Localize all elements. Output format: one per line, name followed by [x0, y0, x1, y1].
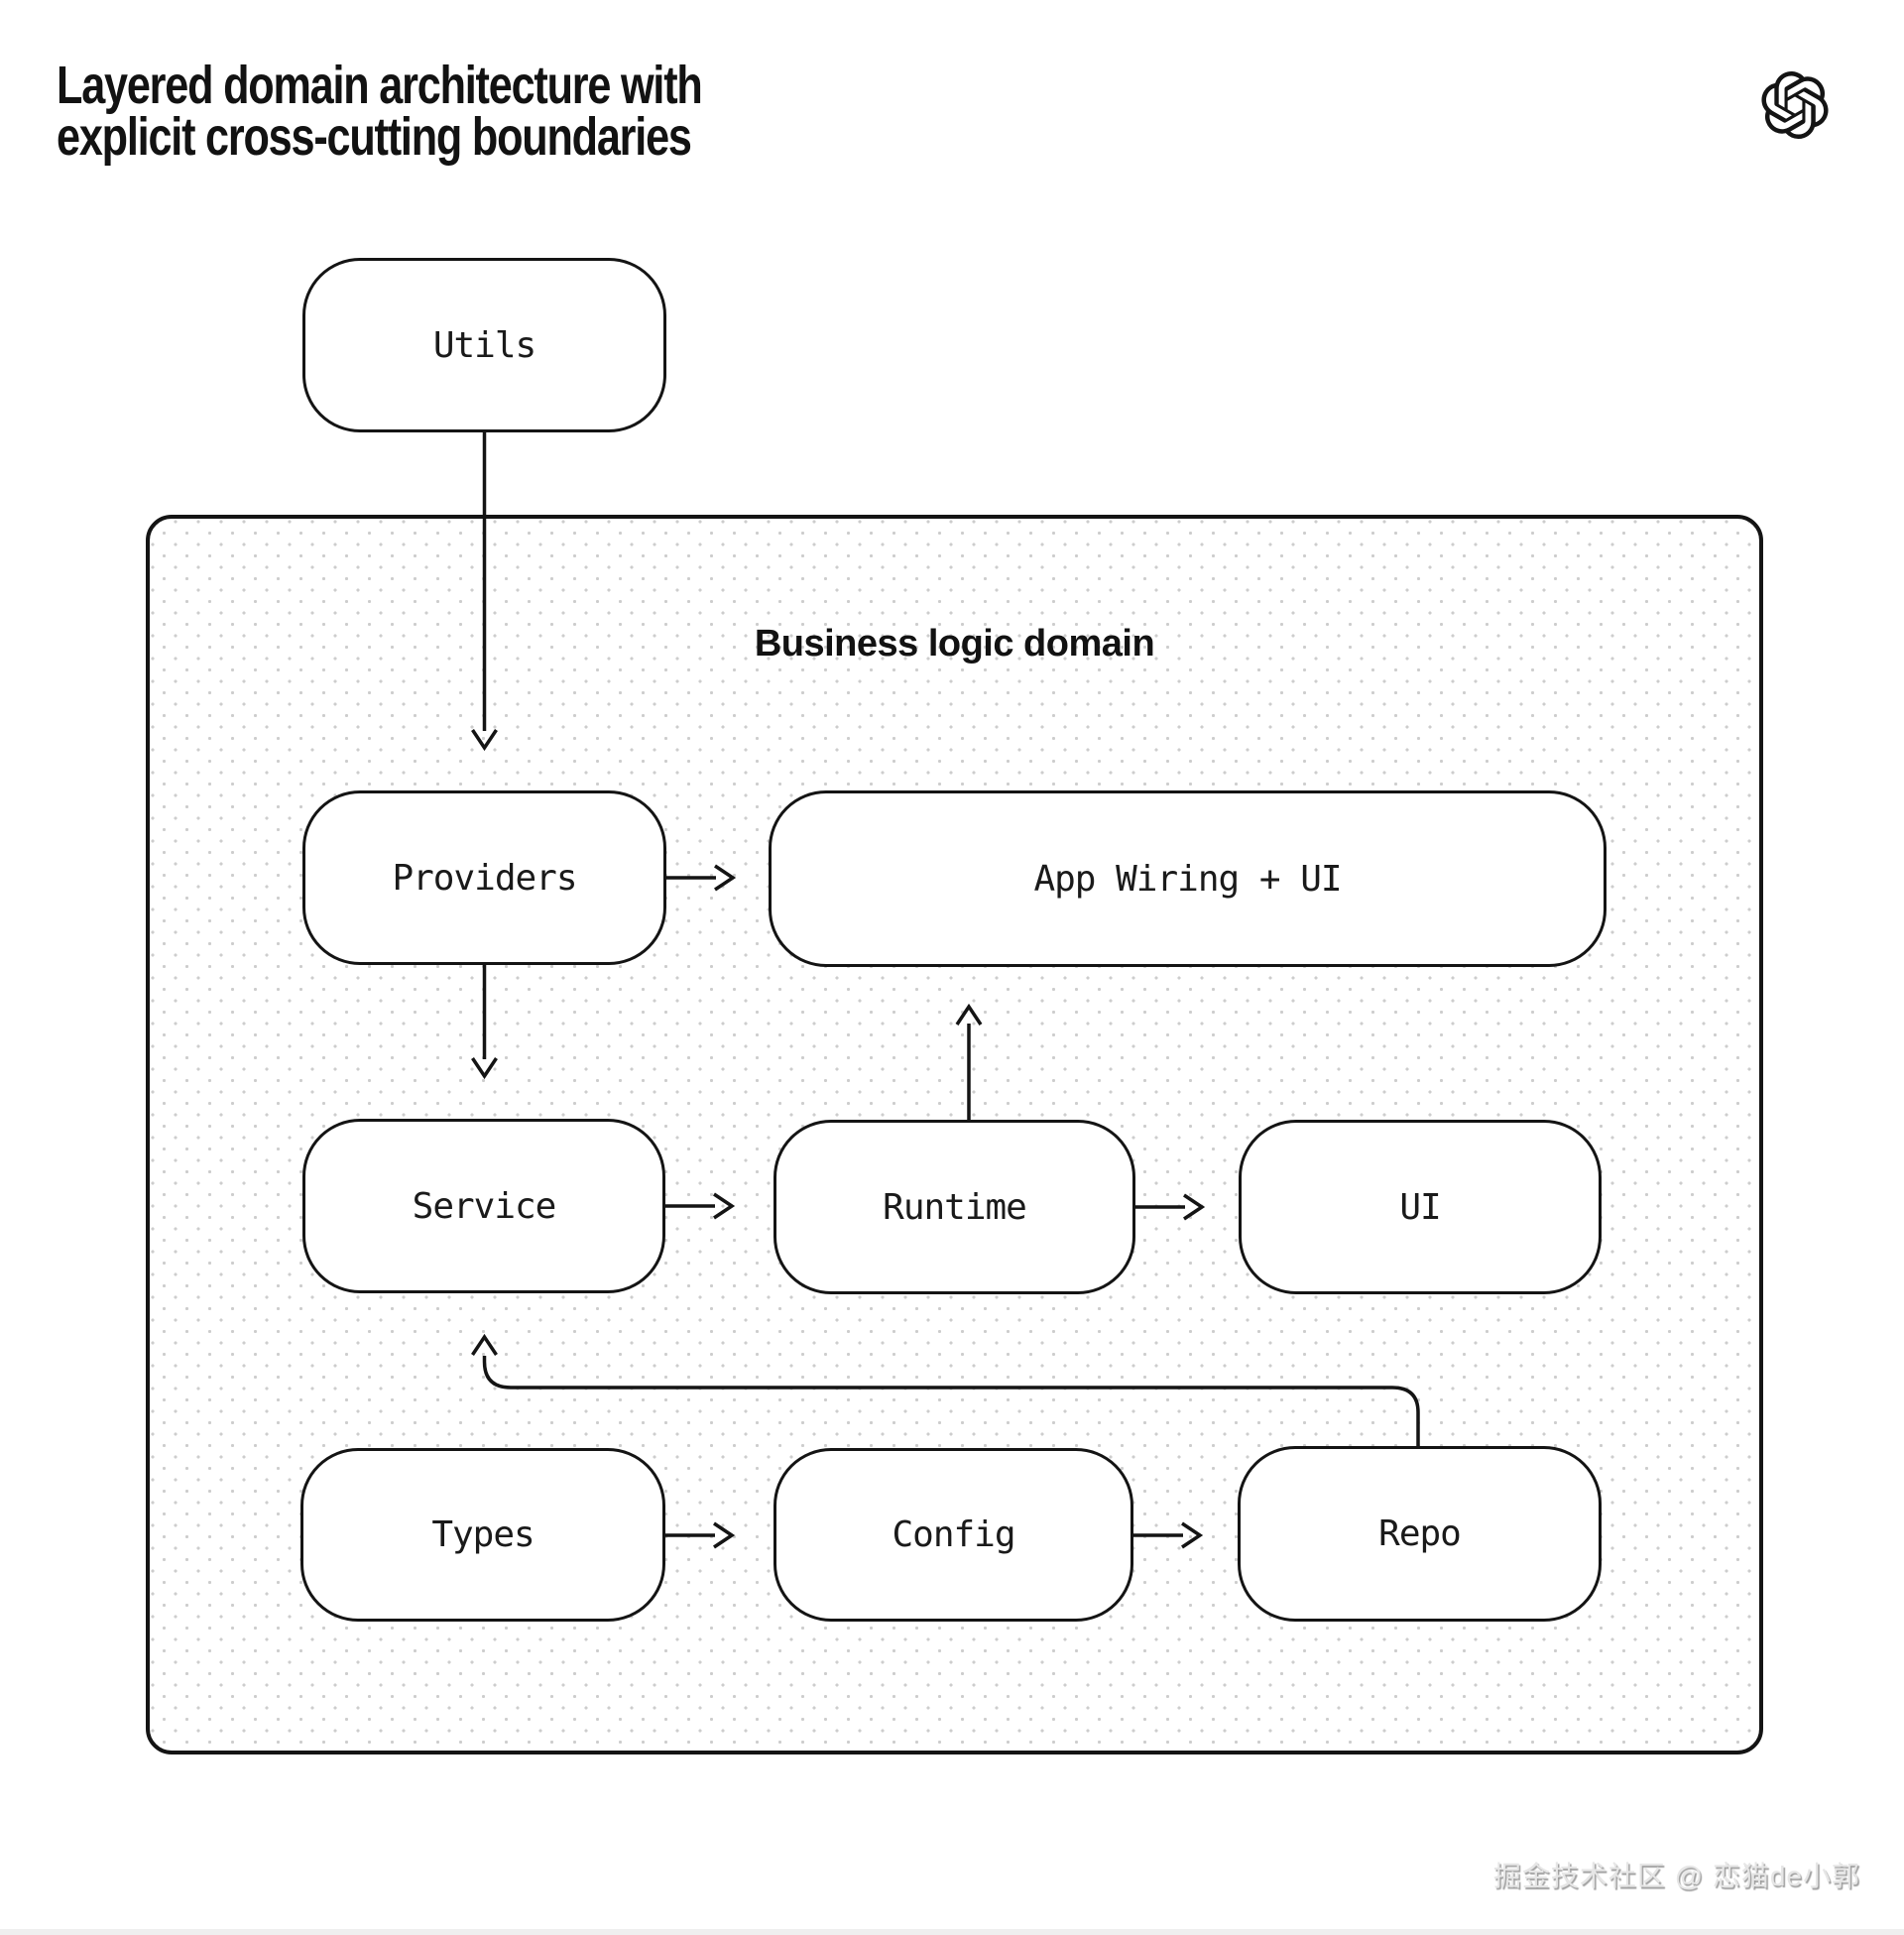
node-providers: Providers	[302, 790, 666, 965]
node-types-label: Types	[431, 1514, 535, 1555]
node-utils: Utils	[302, 258, 666, 432]
node-service-label: Service	[412, 1185, 557, 1227]
page-title-line2: explicit cross-cutting boundaries	[57, 107, 692, 167]
node-repo-label: Repo	[1378, 1513, 1462, 1554]
node-runtime: Runtime	[774, 1120, 1135, 1294]
page-title: Layered domain architecture with explici…	[57, 56, 703, 167]
openai-logo-icon	[1761, 71, 1829, 139]
node-runtime-label: Runtime	[883, 1186, 1027, 1228]
node-app-wiring-ui: App Wiring + UI	[769, 790, 1606, 967]
node-utils-label: Utils	[432, 324, 536, 366]
bottom-edge-strip	[0, 1929, 1904, 1935]
node-config-label: Config	[892, 1514, 1015, 1555]
node-app-wiring-ui-label: App Wiring + UI	[1033, 858, 1342, 900]
node-types: Types	[300, 1448, 665, 1622]
node-config: Config	[774, 1448, 1133, 1622]
node-providers-label: Providers	[392, 857, 577, 899]
node-ui: UI	[1239, 1120, 1602, 1294]
watermark-text: 掘金技术社区 @ 恋猫de小郭	[1492, 1861, 1860, 1891]
node-repo: Repo	[1238, 1446, 1602, 1622]
node-ui-label: UI	[1399, 1186, 1441, 1228]
node-service: Service	[302, 1119, 665, 1293]
business-logic-domain-label: Business logic domain	[754, 623, 1155, 665]
page-title-line1: Layered domain architecture with	[57, 56, 703, 115]
